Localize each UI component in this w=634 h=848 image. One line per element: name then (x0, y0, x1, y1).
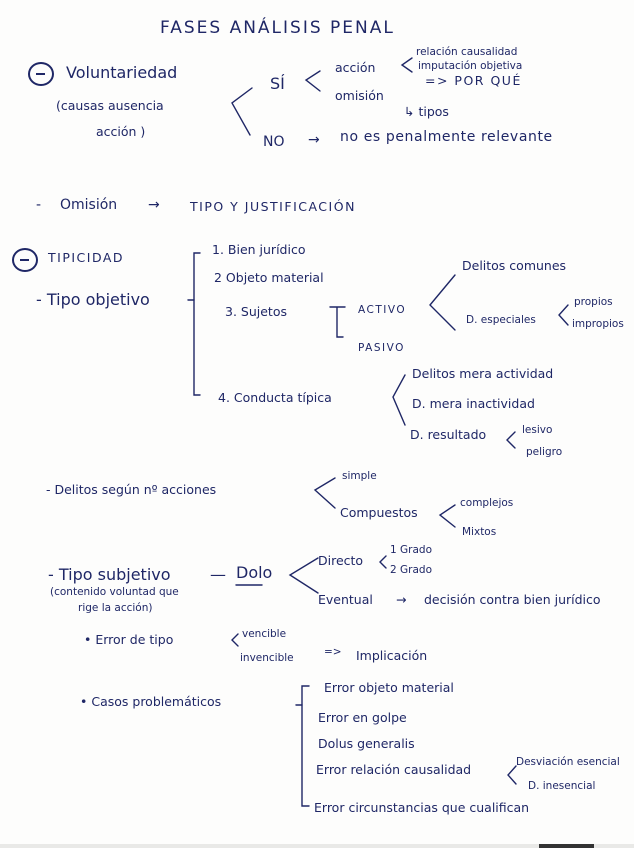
implicacion: Implicación (356, 648, 428, 663)
minus-circle-icon (28, 62, 54, 86)
no-result: no es penalmente relevante (340, 129, 553, 145)
tipos-arrow: ↳ tipos (404, 104, 449, 119)
page-edge-shadow (539, 844, 594, 848)
casos-problematicos: • Casos problemáticos (80, 694, 222, 709)
peligro: peligro (526, 446, 563, 458)
omision-arrow-icon: → (148, 197, 160, 213)
relacion-causalidad: relación causalidad (416, 46, 518, 58)
error-circunstancias: Error circunstancias que cualifican (314, 800, 530, 815)
primer-grado: 1 Grado (390, 544, 432, 556)
voluntariedad-heading: Voluntariedad (66, 63, 178, 82)
invencible: invencible (240, 652, 294, 664)
page-edge (0, 844, 634, 848)
voluntariedad-note-1: (causas ausencia (56, 98, 164, 113)
propios: propios (574, 296, 613, 308)
eventual-arrow-icon: → (396, 592, 407, 607)
vencible: vencible (242, 628, 287, 640)
sujeto-pasivo: PASIVO (358, 342, 405, 354)
omision-title: Omisión (60, 197, 118, 213)
eventual-result: decisión contra bien jurídico (424, 592, 601, 607)
bien-juridico: 1. Bien jurídico (212, 242, 306, 257)
complejos: complejos (460, 497, 514, 509)
tipo-subjetivo-note-1: (contenido voluntad que (50, 586, 179, 598)
mera-actividad: Delitos mera actividad (412, 366, 554, 381)
delitos-comunes: Delitos comunes (462, 258, 567, 273)
segundo-grado: 2 Grado (390, 564, 432, 576)
implicacion-arrow-icon: => (324, 646, 342, 658)
sujeto-activo: ACTIVO (358, 304, 407, 316)
error-objeto-material: Error objeto material (324, 680, 454, 695)
mixtos: Mixtos (462, 526, 497, 538)
acciones-label: - Delitos según nº acciones (46, 482, 217, 497)
sujetos: 3. Sujetos (225, 304, 287, 319)
error-tipo: • Error de tipo (84, 632, 174, 647)
mera-inactividad: D. mera inactividad (412, 396, 535, 411)
compuestos: Compuestos (340, 505, 418, 520)
page-title: FASES ANÁLISIS PENAL (160, 18, 395, 38)
dolo: Dolo (236, 563, 273, 582)
error-en-golpe: Error en golpe (318, 710, 407, 725)
omision-dash: - (36, 197, 42, 213)
tipo-subjetivo-note-2: rige la acción) (78, 602, 153, 614)
si-label: SÍ (270, 74, 285, 93)
error-relacion-causalidad: Error relación causalidad (316, 762, 472, 777)
desviacion-inesencial: D. inesencial (528, 780, 596, 792)
tipo-objetivo: - Tipo objetivo (36, 290, 150, 309)
por-que: => POR QUÉ (425, 73, 522, 88)
accion-label: acción (335, 60, 376, 75)
delitos-especiales: D. especiales (466, 314, 536, 326)
tipo-subjetivo: - Tipo subjetivo (48, 565, 171, 584)
imputacion-objetiva: imputación objetiva (418, 60, 523, 72)
voluntariedad-note-2: acción ) (96, 124, 146, 139)
conducta-tipica: 4. Conducta típica (218, 390, 332, 405)
objeto-material: 2 Objeto material (214, 270, 324, 285)
desviacion-esencial: Desviación esencial (516, 756, 620, 768)
no-label: NO (263, 134, 285, 150)
lesivo: lesivo (522, 424, 553, 436)
tipo-subjetivo-dash: — (210, 565, 226, 584)
dolo-eventual: Eventual (318, 592, 373, 607)
impropios: impropios (572, 318, 624, 330)
no-arrow-icon: → (308, 132, 320, 148)
omision-result: TIPO Y JUSTIFICACIÓN (190, 199, 356, 214)
delito-resultado: D. resultado (410, 427, 487, 442)
simple: simple (342, 470, 377, 482)
dolo-directo: Directo (318, 553, 364, 568)
minus-circle-icon (12, 248, 38, 272)
dolus-generalis: Dolus generalis (318, 736, 415, 751)
omision-label: omisión (335, 88, 384, 103)
tipicidad-heading: TIPICIDAD (48, 250, 125, 265)
